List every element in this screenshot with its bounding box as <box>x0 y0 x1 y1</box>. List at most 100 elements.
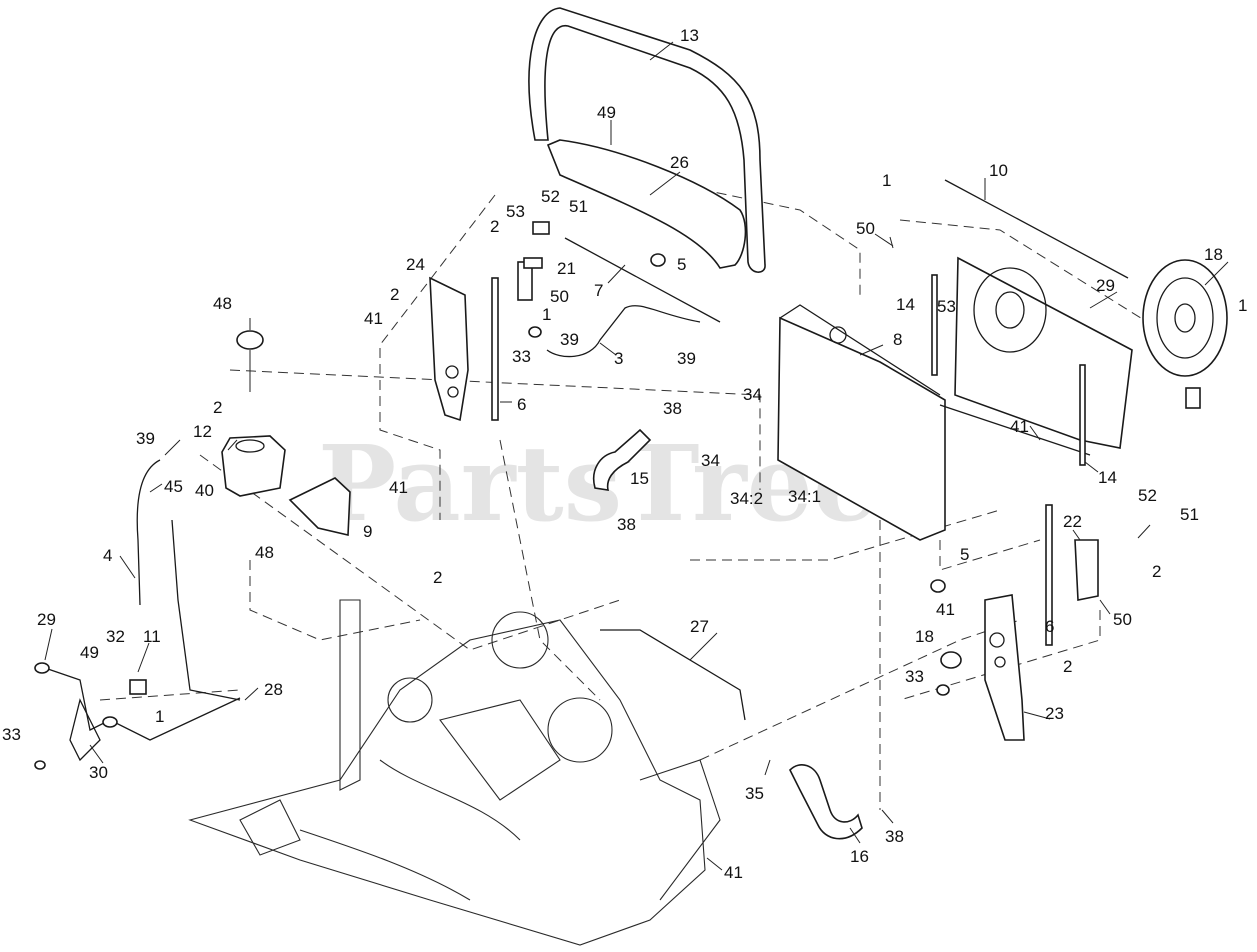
coolant-tube-26 <box>600 629 746 721</box>
callout-53: 53 <box>506 202 525 221</box>
callout-31-a: 33 <box>512 347 531 366</box>
callout-9: 9 <box>363 522 372 541</box>
callout-52-b: 52 <box>1138 486 1157 505</box>
callout-5-a: 5 <box>677 255 686 274</box>
callout-49-b: 51 <box>1180 505 1199 524</box>
right-side-panel <box>984 594 1025 741</box>
callout-10: 10 <box>989 161 1008 180</box>
grab-bar <box>528 7 766 273</box>
callout-14-b: 14 <box>1098 468 1117 487</box>
overflow-hose <box>136 459 241 701</box>
callout-3: 3 <box>614 349 623 368</box>
callout-29: 29 <box>37 610 56 629</box>
seal-rod-40 <box>939 404 1091 456</box>
callout-17: 18 <box>1204 245 1223 264</box>
reservoir-bracket <box>288 477 351 536</box>
callout-11: 11 <box>143 627 161 646</box>
callout-38-d: 41 <box>724 863 743 882</box>
callout-37-b: 39 <box>677 349 696 368</box>
callout-37-a: 39 <box>560 330 579 349</box>
callout-2-f: 2 <box>433 568 442 587</box>
fan-shroud <box>954 256 1133 449</box>
callout-39: 40 <box>195 481 214 500</box>
callout-51-a: 50 <box>550 287 569 306</box>
callout-1-c: 1 <box>1238 296 1247 315</box>
callout-36-b: 38 <box>617 515 636 534</box>
seal-rod-10 <box>944 179 1129 279</box>
callout-52: 52 <box>541 187 560 206</box>
callout-1-a: 1 <box>542 305 551 324</box>
small-brackets-top <box>517 221 550 301</box>
radiator <box>777 304 946 541</box>
callout-6-b: 6 <box>1045 617 1054 636</box>
callout-2-a: 2 <box>490 217 499 236</box>
callout-1-d: 1 <box>155 707 164 726</box>
lower-radiator-hose <box>789 764 863 840</box>
callout-6-a: 6 <box>517 395 526 414</box>
callout-2-e: 2 <box>1063 657 1072 676</box>
callout-2-b: 2 <box>390 285 399 304</box>
callout-34-b: 34 <box>743 385 762 404</box>
callout-28: 28 <box>264 680 283 699</box>
callout-26: 27 <box>690 617 709 636</box>
right-seal-strip <box>1045 504 1053 646</box>
callout-31-b: 33 <box>905 667 924 686</box>
callout-22: 22 <box>1063 512 1082 531</box>
callout-27: 29 <box>1096 276 1115 295</box>
callout-49: 51 <box>569 197 588 216</box>
callout-30: 30 <box>89 763 108 782</box>
callout-50: 50 <box>856 219 875 238</box>
callout-1-b: 1 <box>882 171 891 190</box>
callout-34-2: 34:2 <box>730 489 763 508</box>
callout-45: 45 <box>164 477 183 496</box>
callout-34-a: 34 <box>701 451 720 470</box>
callout-15: 15 <box>630 469 649 488</box>
upper-shroud <box>546 139 747 269</box>
seal-strip <box>564 237 721 323</box>
callout-51-b: 50 <box>1113 610 1132 629</box>
callout-21: 21 <box>557 259 576 278</box>
callout-2-c: 2 <box>213 398 222 417</box>
callout-18: 18 <box>915 627 934 646</box>
callout-7: 7 <box>594 281 603 300</box>
callout-37-c: 39 <box>136 429 155 448</box>
callout-41: 49 <box>597 103 616 122</box>
hose-tube-3 <box>546 305 701 358</box>
callout-33: 33 <box>2 725 21 744</box>
callout-48: 48 <box>213 294 232 313</box>
callout-16: 16 <box>850 847 869 866</box>
hydraulic-lines <box>34 662 241 770</box>
callout-38-b: 41 <box>389 478 408 497</box>
callout-12: 12 <box>193 422 212 441</box>
left-side-panel <box>429 276 469 422</box>
engine-frame-assembly <box>188 599 721 946</box>
callout-36-c: 38 <box>885 827 904 846</box>
callout-24: 24 <box>406 255 425 274</box>
callout-42: 48 <box>255 543 274 562</box>
callouts: 13 49 26 52 53 51 2 21 5 50 1 7 24 2 41 … <box>2 26 1247 882</box>
leader-lines <box>44 41 1229 871</box>
callout-34-1: 34:1 <box>788 487 821 506</box>
coolant-reservoir <box>221 435 286 497</box>
left-seal-strip <box>491 277 499 421</box>
callout-14-a: 14 <box>896 295 915 314</box>
callout-13: 13 <box>680 26 699 45</box>
assembly-guide-lines <box>99 159 1161 810</box>
callout-2-d: 2 <box>1152 562 1161 581</box>
reservoir-cap <box>236 330 264 392</box>
callout-5-b: 5 <box>960 545 969 564</box>
vertical-seal-strips <box>931 274 1086 466</box>
callout-8: 8 <box>893 330 902 349</box>
right-bracket-22 <box>1074 539 1099 601</box>
callout-36-a: 38 <box>663 399 682 418</box>
electric-fan <box>1142 259 1228 409</box>
callout-38-c: 41 <box>936 600 955 619</box>
callout-32: 32 <box>106 627 125 646</box>
callout-38-a: 41 <box>364 309 383 328</box>
grommets <box>528 253 962 696</box>
upper-radiator-hose <box>593 428 652 491</box>
callout-40: 41 <box>1010 417 1029 436</box>
callout-44: 49 <box>80 643 99 662</box>
callout-4: 4 <box>103 546 112 565</box>
